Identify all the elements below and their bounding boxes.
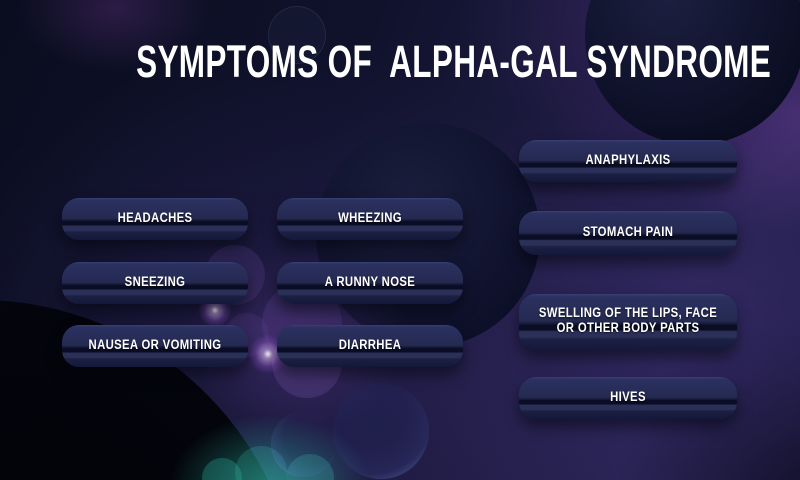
decor-faint-ring <box>268 6 326 64</box>
symptom-label: HIVES <box>610 388 646 404</box>
symptom-label: STOMACH PAIN <box>582 223 674 239</box>
symptom-pill-diarrhea: DIARRHEA <box>277 325 463 367</box>
page-title: SYMPTOMS OF ALPHA-GAL SYNDROME <box>0 36 800 88</box>
symptom-pill-wheezing: WHEEZING <box>277 198 463 240</box>
symptom-label: SNEEZING <box>124 273 186 289</box>
symptom-pill-headaches: HEADACHES <box>62 198 248 240</box>
symptom-label: WHEEZING <box>338 209 402 225</box>
symptom-pill-a-runny-nose: A RUNNY NOSE <box>277 262 463 304</box>
decor-bubble-large <box>333 383 429 479</box>
symptom-label: NAUSEA OR VOMITING <box>88 336 222 352</box>
symptom-pill-hives: HIVES <box>519 377 737 419</box>
symptom-pill-nausea-or-vomiting: NAUSEA OR VOMITING <box>62 325 248 367</box>
symptom-label: ANAPHYLAXIS <box>585 151 671 167</box>
symptom-label: A RUNNY NOSE <box>324 273 416 289</box>
symptom-label: HEADACHES <box>117 209 193 225</box>
symptom-label: DIARRHEA <box>338 336 402 352</box>
decor-bubble-small <box>271 411 337 477</box>
decor-bokeh-teal <box>202 458 242 480</box>
page-title-text: SYMPTOMS OF ALPHA-GAL SYNDROME <box>136 36 772 87</box>
symptom-pill-anaphylaxis: ANAPHYLAXIS <box>519 140 737 182</box>
symptom-pill-stomach-pain: STOMACH PAIN <box>519 211 737 255</box>
symptom-pill-sneezing: SNEEZING <box>62 262 248 304</box>
